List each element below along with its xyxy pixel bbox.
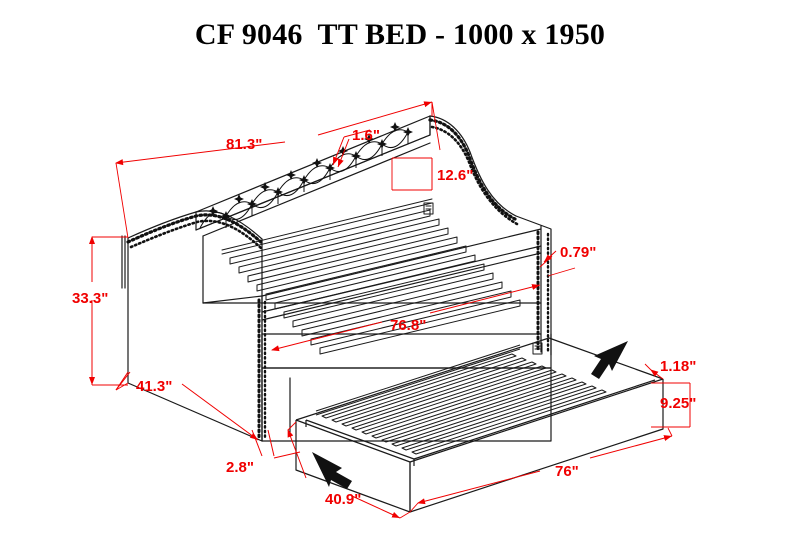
dimension-label-trundle-lip: 1.18": [660, 358, 697, 375]
dimension-label-headboard-height: 12.6": [437, 167, 474, 184]
trundle-unit: [295, 337, 664, 513]
bed-slats: [221, 198, 521, 355]
trundle-slats: [315, 344, 607, 455]
bed-body-linework: [121, 115, 552, 442]
dimension-label-headboard-thickness: 1.6": [352, 127, 380, 144]
trundle-cavity: [261, 367, 552, 442]
trundle-pullout-arrows: [312, 341, 628, 489]
arrow-right-icon: [591, 341, 628, 379]
dimension-label-leg-offset: 2.8": [226, 459, 254, 476]
right-arm-panel: [429, 115, 552, 356]
nailhead-trim: [126, 118, 550, 441]
dimension-label-overall-height: 33.3": [72, 290, 109, 307]
dimension-label-overall-length: 81.3": [226, 136, 263, 153]
dimension-label-trundle-depth: 40.9": [325, 491, 362, 508]
dimension-label-overall-depth: 41.3": [136, 378, 173, 395]
arrow-left-icon: [312, 452, 352, 489]
dimension-label-mattress-length: 76.8": [390, 317, 427, 334]
hardware-brackets: [423, 202, 543, 355]
dimension-label-trundle-height: 9.25": [660, 395, 697, 412]
dimension-label-rail-thickness: 0.79": [560, 244, 597, 261]
page-title: CF 9046 TT BED - 1000 x 1950: [194, 18, 606, 51]
dimension-lines: [89, 101, 691, 519]
dimension-label-trundle-length: 76": [555, 463, 579, 480]
bed-deck-frame: [202, 228, 542, 442]
